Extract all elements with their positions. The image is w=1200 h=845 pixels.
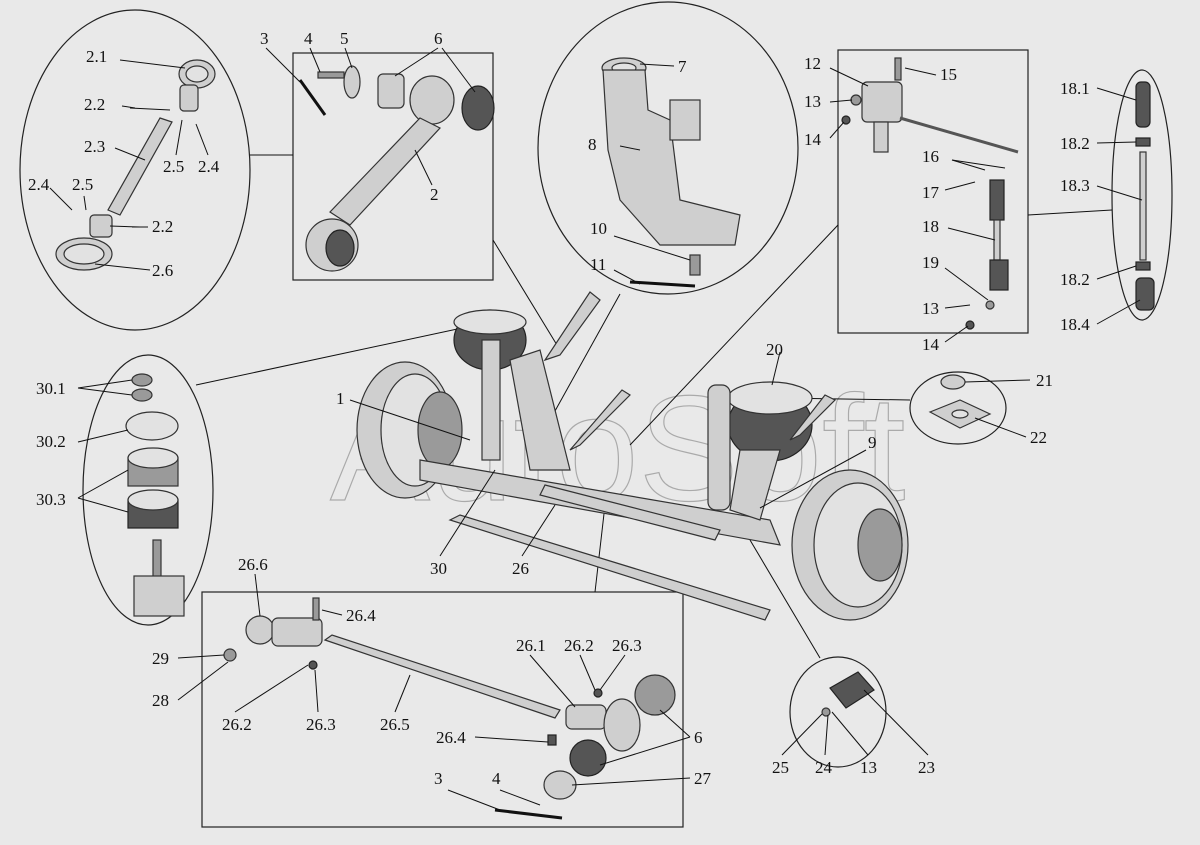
label-2-2: 2.2	[84, 95, 105, 114]
washer-exploded	[928, 374, 992, 429]
label-20: 20	[766, 340, 783, 359]
callout-reaction-rod	[19, 9, 251, 331]
label-1: 1	[336, 389, 345, 408]
label-18-1: 18.1	[1060, 79, 1090, 98]
label-30-2: 30.2	[36, 432, 66, 451]
reaction-rod-exploded	[55, 59, 216, 271]
label-26: 26	[512, 559, 529, 578]
label-16: 16	[922, 147, 939, 166]
label-13: 13	[860, 758, 877, 777]
label-26-4: 26.4	[346, 606, 376, 625]
label-27: 27	[694, 769, 712, 788]
callout-lower-rod	[201, 591, 684, 828]
label-3: 3	[260, 29, 269, 48]
label-29: 29	[152, 649, 169, 668]
label-11: 11	[590, 255, 606, 274]
label-26-2: 26.2	[564, 636, 594, 655]
callout-bracket	[537, 1, 799, 295]
callout-labels: 2.1 2.2 2.3 2.5 2.4 2.4 2.5 2.2 2.6 3 4 …	[28, 29, 1090, 788]
label-30-1: 30.1	[36, 379, 66, 398]
label-26-1: 26.1	[516, 636, 546, 655]
label-2-5: 2.5	[163, 157, 184, 176]
label-2-3: 2.3	[84, 137, 105, 156]
label-13: 13	[804, 92, 821, 111]
buffer-exploded	[821, 671, 875, 717]
label-23: 23	[918, 758, 935, 777]
label-3: 3	[434, 769, 443, 788]
label-26-6: 26.6	[238, 555, 268, 574]
label-2-4: 2.4	[28, 175, 50, 194]
label-4: 4	[492, 769, 501, 788]
label-18-3: 18.3	[1060, 176, 1090, 195]
valve-rod-exploded	[1135, 81, 1155, 311]
label-14: 14	[804, 130, 822, 149]
label-26-5: 26.5	[380, 715, 410, 734]
label-18-4: 18.4	[1060, 315, 1090, 334]
callout-valve-rod	[1111, 69, 1173, 321]
label-25: 25	[772, 758, 789, 777]
label-13: 13	[922, 299, 939, 318]
label-14: 14	[922, 335, 940, 354]
label-21: 21	[1036, 371, 1053, 390]
label-6: 6	[694, 728, 703, 747]
upper-rod-exploded	[298, 65, 495, 272]
label-10: 10	[590, 219, 607, 238]
label-30: 30	[430, 559, 447, 578]
callout-air-spring-mount	[82, 354, 214, 626]
callout-connectors	[195, 154, 1113, 659]
label-4: 4	[304, 29, 313, 48]
label-28: 28	[152, 691, 169, 710]
label-5: 5	[340, 29, 349, 48]
label-18: 18	[922, 217, 939, 236]
label-2-2: 2.2	[152, 217, 173, 236]
label-15: 15	[940, 65, 957, 84]
callout-upper-rod	[292, 52, 494, 281]
bracket-exploded	[601, 57, 741, 288]
label-7: 7	[678, 57, 687, 76]
label-17: 17	[922, 183, 940, 202]
lower-rod-exploded	[223, 597, 676, 820]
level-valve-exploded	[841, 57, 1019, 330]
label-18-2: 18.2	[1060, 134, 1090, 153]
label-26-3: 26.3	[306, 715, 336, 734]
label-24: 24	[815, 758, 833, 777]
leader-lines	[49, 47, 1143, 811]
label-2: 2	[430, 185, 439, 204]
label-2-4: 2.4	[198, 157, 220, 176]
label-2-5: 2.5	[72, 175, 93, 194]
label-12: 12	[804, 54, 821, 73]
label-2-6: 2.6	[152, 261, 173, 280]
label-6: 6	[434, 29, 443, 48]
label-2-1: 2.1	[86, 47, 107, 66]
air-spring-mount-exploded	[125, 373, 185, 617]
label-22: 22	[1030, 428, 1047, 447]
axle-assembly	[356, 291, 909, 621]
label-19: 19	[922, 253, 939, 272]
label-18-2: 18.2	[1060, 270, 1090, 289]
label-9: 9	[868, 433, 877, 452]
label-30-3: 30.3	[36, 490, 66, 509]
label-26-2: 26.2	[222, 715, 252, 734]
label-26-3: 26.3	[612, 636, 642, 655]
label-26-4: 26.4	[436, 728, 466, 747]
callout-level-valve	[837, 49, 1029, 334]
callout-washer	[909, 371, 1007, 445]
label-8: 8	[588, 135, 597, 154]
callout-buffer	[789, 656, 887, 768]
